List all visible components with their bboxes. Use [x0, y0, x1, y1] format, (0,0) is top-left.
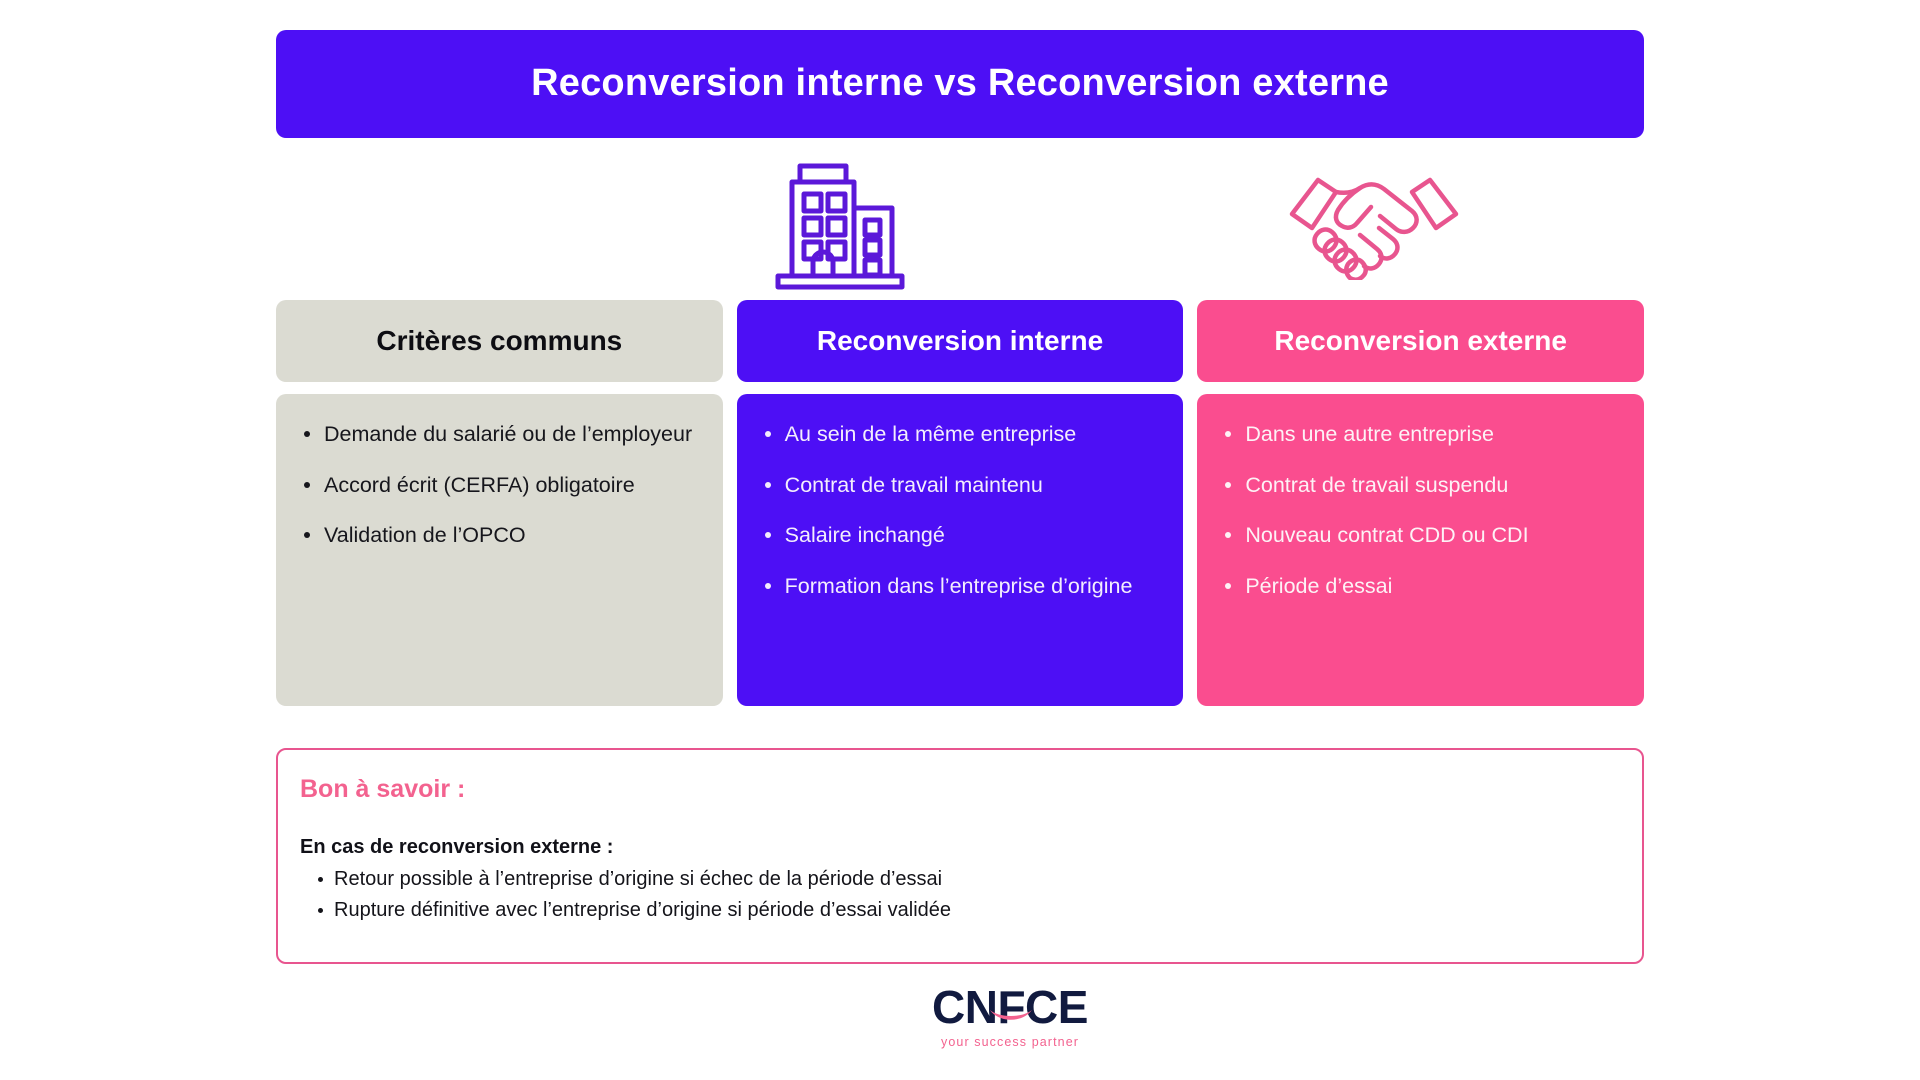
column-header-label: Reconversion interne	[816, 324, 1104, 356]
column-body-criteres-communs: Demande du salarié ou de l’employeur Acc…	[276, 394, 723, 706]
page-title: Reconversion interne vs Reconversion ext…	[531, 62, 1389, 105]
icons-row	[746, 150, 1644, 290]
column-body-reconversion-interne: Au sein de la même entreprise Contrat de…	[736, 394, 1184, 706]
column-reconversion-interne: Reconversion interne Au sein de la même …	[736, 300, 1184, 706]
list-item: Au sein de la même entreprise	[759, 420, 1162, 449]
column-header-reconversion-interne: Reconversion interne	[736, 300, 1184, 382]
note-title: Bon à savoir :	[300, 775, 466, 803]
handshake-icon	[1288, 170, 1460, 282]
list-item: Formation dans l’entreprise d’origine	[759, 572, 1162, 601]
reconversion-externe-list: Dans une autre entreprise Contrat de tra…	[1219, 420, 1622, 600]
column-header-criteres-communs: Critères communs	[276, 300, 723, 382]
list-item: Retour possible à l’entreprise d’origine…	[318, 864, 1620, 895]
reconversion-interne-list: Au sein de la même entreprise Contrat de…	[759, 420, 1162, 600]
logo-mark: CNFCE	[912, 982, 1108, 1032]
column-header-reconversion-externe: Reconversion externe	[1197, 300, 1645, 382]
bon-a-savoir-box: Bon à savoir : En cas de reconversion ex…	[276, 748, 1644, 964]
column-header-label: Critères communs	[376, 324, 623, 356]
column-criteres-communs: Critères communs Demande du salarié ou d…	[276, 300, 723, 706]
list-item: Période d’essai	[1219, 572, 1622, 601]
column-header-label: Reconversion externe	[1274, 324, 1567, 356]
title-banner: Reconversion interne vs Reconversion ext…	[276, 30, 1644, 138]
logo-wordmark: CNFCE	[932, 981, 1088, 1033]
criteres-communs-list: Demande du salarié ou de l’employeur Acc…	[298, 420, 701, 550]
logo-swoosh-icon	[989, 1008, 1033, 1024]
note-list: Retour possible à l’entreprise d’origine…	[300, 864, 1620, 926]
list-item: Contrat de travail suspendu	[1219, 471, 1622, 500]
list-item: Nouveau contrat CDD ou CDI	[1219, 521, 1622, 550]
building-icon	[770, 156, 910, 290]
list-item: Demande du salarié ou de l’employeur	[298, 420, 701, 449]
logo-tagline: your success partner	[940, 1035, 1080, 1049]
column-reconversion-externe: Reconversion externe Dans une autre entr…	[1197, 300, 1645, 706]
comparison-columns: Critères communs Demande du salarié ou d…	[276, 300, 1645, 706]
list-item: Rupture définitive avec l’entreprise d’o…	[318, 895, 1620, 926]
list-item: Contrat de travail maintenu	[759, 471, 1162, 500]
list-item: Validation de l’OPCO	[298, 521, 701, 550]
list-item: Accord écrit (CERFA) obligatoire	[298, 471, 701, 500]
column-body-reconversion-externe: Dans une autre entreprise Contrat de tra…	[1197, 394, 1645, 706]
note-subtitle: En cas de reconversion externe :	[300, 835, 614, 858]
list-item: Dans une autre entreprise	[1219, 420, 1622, 449]
list-item: Salaire inchangé	[759, 521, 1162, 550]
cnfce-logo: CNFCE your success partner	[912, 982, 1108, 1056]
